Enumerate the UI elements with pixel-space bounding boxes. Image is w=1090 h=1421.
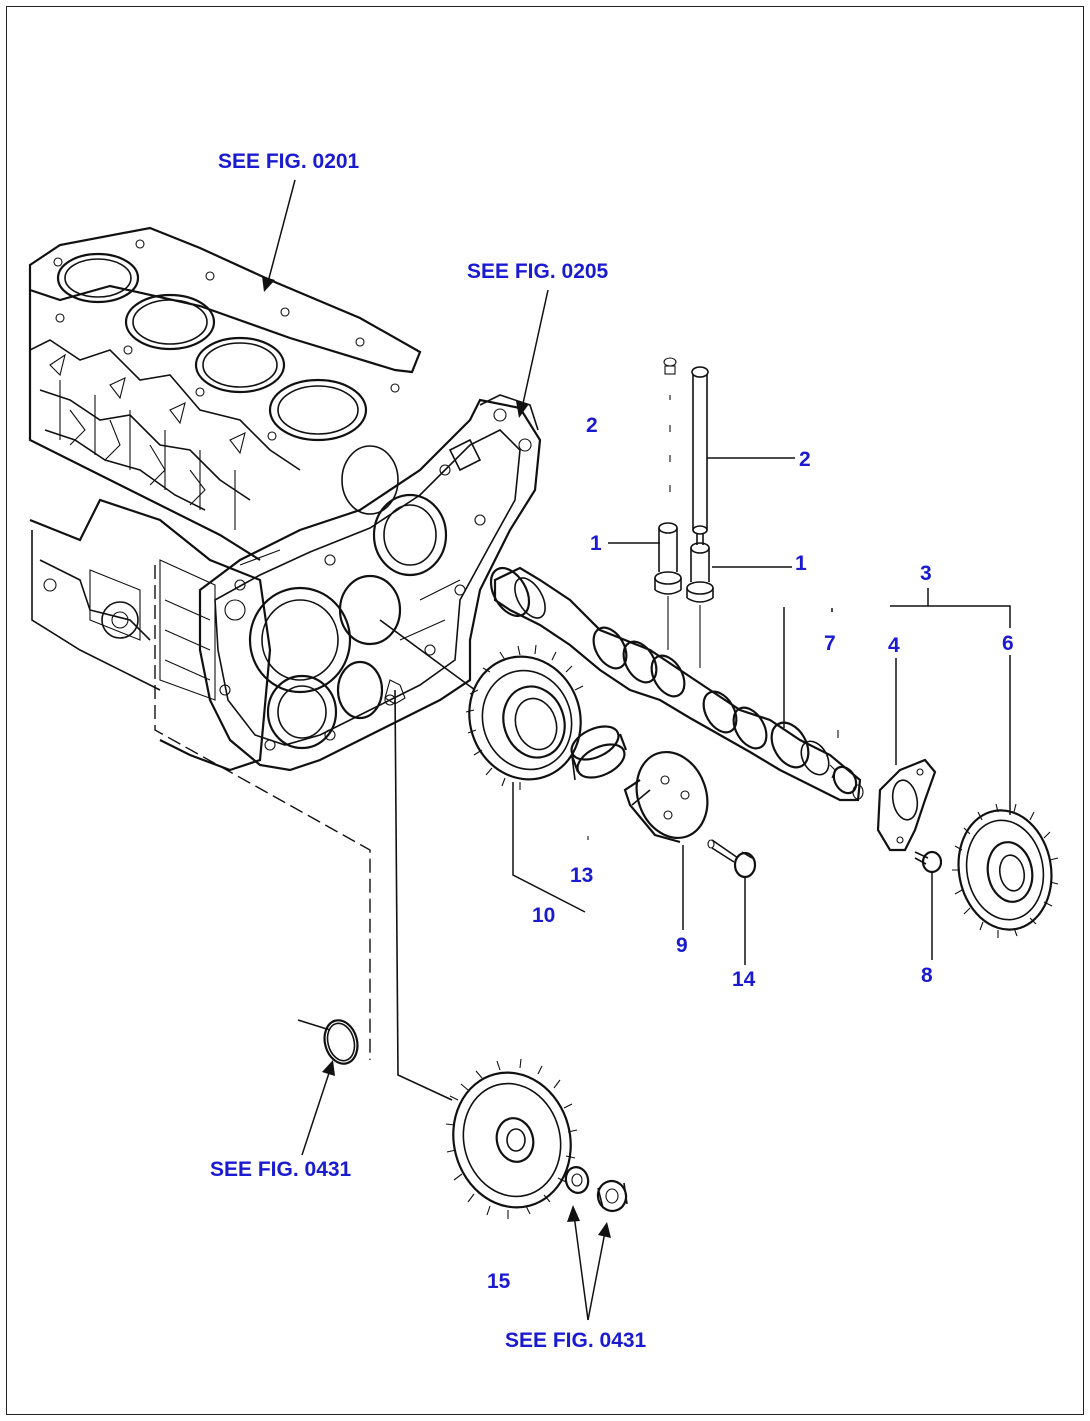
part-label-13[interactable]: 13	[570, 864, 593, 887]
valve-tappets	[654, 522, 714, 668]
thrust-plate	[876, 758, 937, 852]
part-label-8[interactable]: 8	[921, 964, 933, 987]
part-label-15[interactable]: 15	[487, 1270, 511, 1293]
ref-fig-0201-label[interactable]: SEE FIG. 0201	[218, 150, 360, 173]
part-label-7[interactable]: 7	[824, 632, 836, 655]
ref-fig-0431-oring-label[interactable]: SEE FIG. 0431	[210, 1158, 352, 1181]
part-label-9[interactable]: 9	[676, 934, 688, 957]
o-ring	[297, 1019, 359, 1065]
thrust-flange	[623, 750, 709, 930]
bushing	[570, 725, 628, 840]
ref-fig-0431-nuts-label[interactable]: SEE FIG. 0431	[505, 1329, 647, 1352]
part-number-labels: 2 2 1 1 3 7 4 6 13 10 9 14 8 15	[487, 414, 1014, 1293]
part-label-2a[interactable]: 2	[586, 414, 598, 437]
washer-and-nut	[564, 1166, 628, 1213]
part-label-3[interactable]: 3	[920, 562, 932, 585]
push-rods	[663, 357, 709, 545]
cylinder-block	[28, 226, 422, 1060]
part-label-10[interactable]: 10	[532, 904, 555, 927]
ref-fig-0205-label[interactable]: SEE FIG. 0205	[467, 260, 609, 283]
drawing-frame	[6, 6, 1084, 1415]
reference-labels: SEE FIG. 0201 SEE FIG. 0205 SEE FIG. 043…	[210, 150, 647, 1352]
part-label-2b[interactable]: 2	[799, 448, 811, 471]
part-label-14[interactable]: 14	[732, 968, 756, 991]
camshaft	[489, 566, 864, 802]
part-label-1b[interactable]: 1	[795, 552, 807, 575]
idler-gear	[445, 1058, 578, 1219]
screw	[914, 850, 943, 960]
reference-arrows	[262, 179, 611, 1321]
front-gear-cover	[198, 394, 542, 1101]
part-label-6[interactable]: 6	[1002, 632, 1014, 655]
camshaft-gear	[465, 644, 584, 790]
leader-lines	[512, 457, 1011, 913]
part-label-4[interactable]: 4	[888, 634, 900, 657]
bolt	[707, 839, 757, 965]
part-label-1a[interactable]: 1	[590, 532, 602, 555]
camshaft-drive-gear	[952, 803, 1059, 938]
